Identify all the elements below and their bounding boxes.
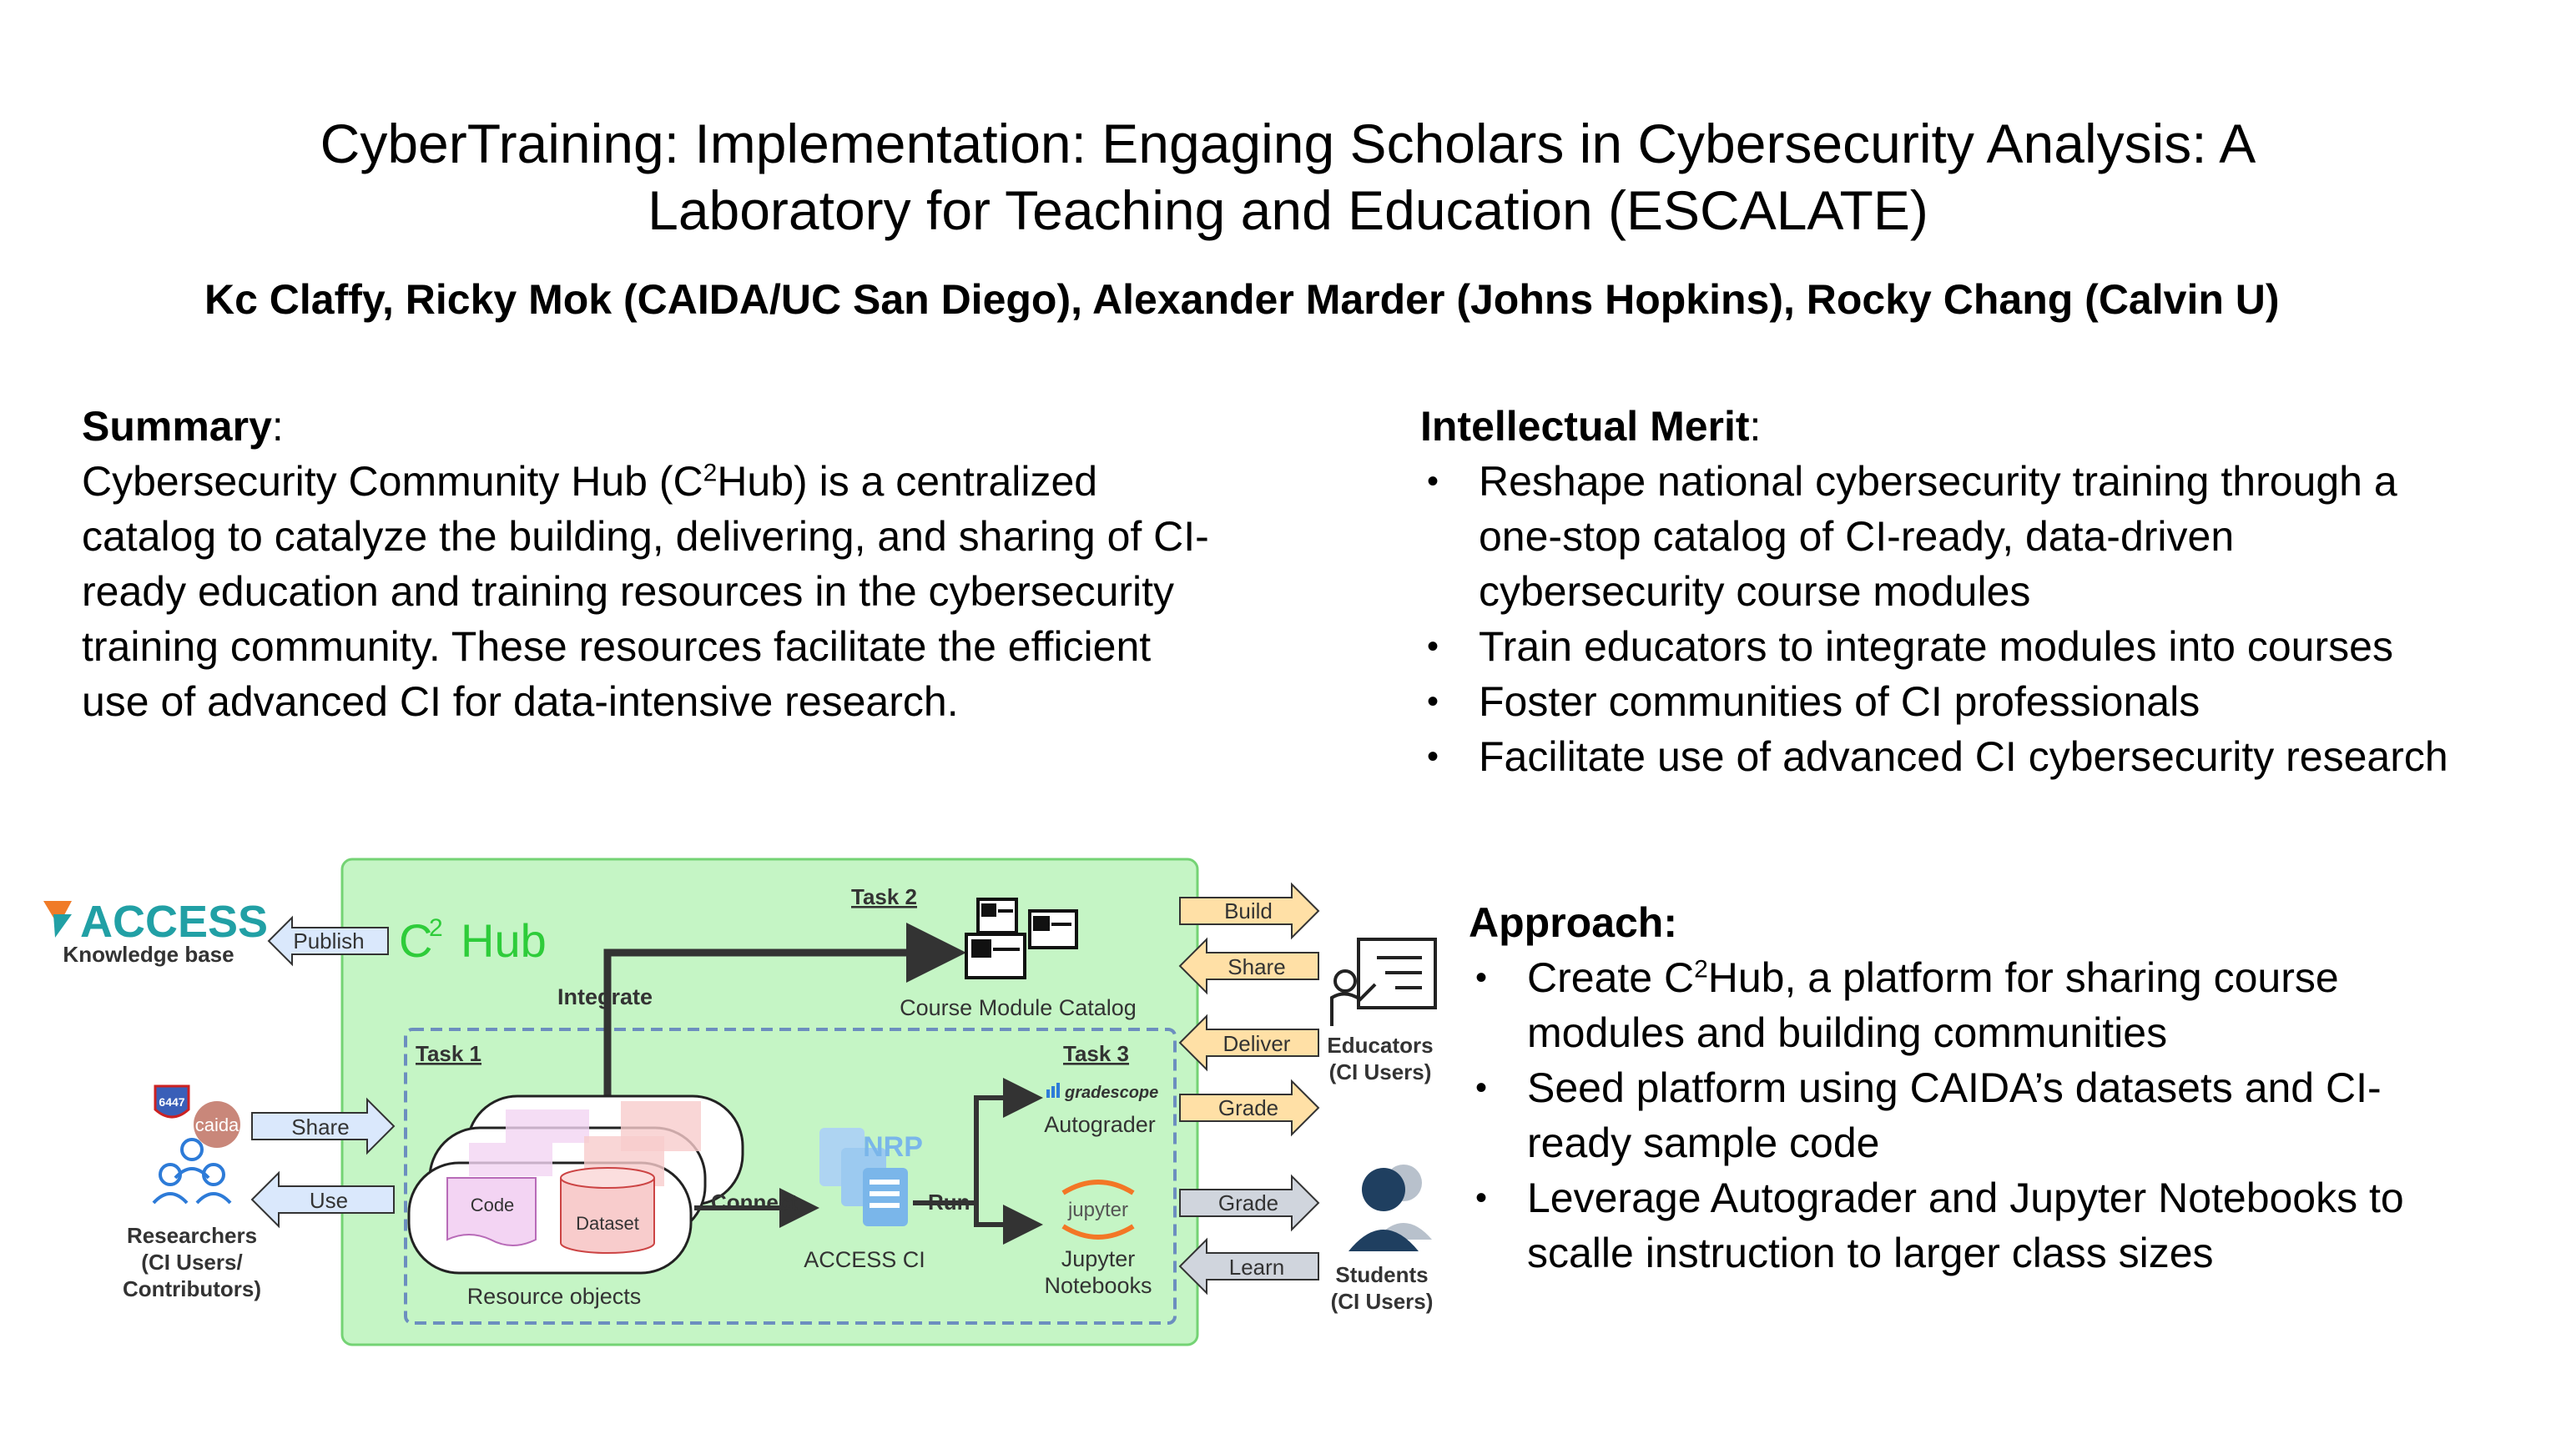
use-arrow-researchers[interactable]: Use [250, 1170, 395, 1229]
approach-section: Approach: Create C2Hub, a platform for s… [1469, 895, 2570, 1280]
summary-line-2: catalog to catalyze the building, delive… [82, 513, 1209, 560]
summary-section: Summary: Cybersecurity Community Hub (C2… [82, 399, 1384, 729]
svg-text:C: C [399, 914, 432, 967]
deliver-label: Deliver [1223, 1031, 1291, 1056]
researchers-label-line2: (CI Users/ [141, 1250, 242, 1275]
svg-text:Hub: Hub [461, 914, 547, 967]
knowledge-base-label: Knowledge base [63, 942, 234, 967]
build-arrow[interactable]: Build [1179, 882, 1320, 940]
researchers-icon [152, 1138, 232, 1205]
educators-label-line1: Educators [1327, 1033, 1433, 1058]
svg-text:caida: caida [195, 1114, 239, 1135]
share-label-researchers: Share [291, 1114, 349, 1140]
shield-badge-icon: 6447 [154, 1084, 190, 1119]
share-arrow-educators[interactable]: Share [1178, 937, 1319, 995]
authors: Kc Claffy, Ricky Mok (CAIDA/UC San Diego… [204, 276, 2280, 323]
run-arrow-autograder [913, 1078, 1043, 1205]
run-label: Run [928, 1190, 970, 1215]
merit-bullet-2: Train educators to integrate modules int… [1420, 619, 2572, 674]
publish-arrow[interactable]: Publish [267, 915, 389, 967]
task3-label: Task 3 [1063, 1041, 1129, 1066]
connect-label: Connect [711, 1190, 798, 1215]
build-label: Build [1224, 898, 1273, 923]
learn-arrow[interactable]: Learn [1178, 1237, 1319, 1296]
share-arrow-researchers[interactable]: Share [251, 1097, 396, 1155]
summary-line-1: Cybersecurity Community Hub (C2Hub) is a… [82, 458, 1098, 505]
summary-heading: Summary [82, 403, 272, 450]
students-label-line1: Students [1335, 1262, 1428, 1287]
students-icon [1348, 1165, 1432, 1251]
access-ci-icon: NRP [819, 1128, 923, 1226]
svg-text:2: 2 [429, 914, 443, 942]
deliver-arrow[interactable]: Deliver [1178, 1014, 1319, 1072]
task2-label: Task 2 [851, 884, 917, 909]
educator-icon [1330, 938, 1437, 1026]
gradescope-icon: gradescope [1046, 1083, 1158, 1102]
course-module-catalog-label: Course Module Catalog [900, 995, 1137, 1020]
resource-objects-stack: Code Dataset [407, 1094, 744, 1275]
svg-text:6447: 6447 [159, 1095, 184, 1109]
dataset-label: Dataset [576, 1213, 639, 1234]
access-logo: ACCESS Knowledge base [43, 897, 268, 967]
merit-bullet-4: Facilitate use of advanced CI cybersecur… [1420, 729, 2572, 784]
educators-label-line2: (CI Users) [1329, 1059, 1432, 1084]
researchers-label-line1: Researchers [127, 1223, 257, 1248]
merit-bullet-3: Foster communities of CI professionals [1420, 674, 2572, 729]
gradescope-label: gradescope [1064, 1084, 1158, 1102]
autograder-label: Autograder [1044, 1112, 1156, 1137]
nrp-label: NRP [863, 1131, 923, 1163]
grade-label-educators: Grade [1218, 1095, 1278, 1120]
researchers-label-line3: Contributors) [123, 1276, 261, 1301]
approach-bullet-3: Leverage Autograder and Jupyter Notebook… [1469, 1170, 2570, 1280]
merit-bullet-1: Reshape national cybersecurity training … [1420, 454, 2572, 619]
summary-line-4: training community. These resources faci… [82, 623, 1152, 670]
merit-heading: Intellectual Merit [1420, 403, 1750, 450]
integrate-label: Integrate [557, 984, 653, 1009]
task-dashed-box [404, 1028, 1177, 1325]
use-label-researchers: Use [310, 1188, 348, 1213]
access-ci-label: ACCESS CI [804, 1247, 925, 1272]
jupyter-logo-label: jupyter [1067, 1199, 1128, 1221]
resource-objects-label: Resource objects [467, 1284, 642, 1309]
approach-bullet-1: Create C2Hub, a platform for sharing cou… [1469, 950, 2570, 1060]
share-label-educators: Share [1228, 954, 1285, 979]
grade-arrow-students[interactable]: Grade [1179, 1174, 1320, 1232]
students-label-line2: (CI Users) [1331, 1289, 1434, 1314]
caida-logo: caida [194, 1101, 240, 1148]
poster-title: CyberTraining: Implementation: Engaging … [0, 110, 2576, 244]
grade-label-students: Grade [1218, 1190, 1278, 1215]
title-line-2: Laboratory for Teaching and Education (E… [648, 179, 1928, 241]
summary-line-5: use of advanced CI for data-intensive re… [82, 678, 959, 725]
code-label: Code [471, 1195, 515, 1215]
jupyter-label-line2: Notebooks [1044, 1273, 1152, 1298]
access-logo-text: ACCESS [80, 897, 268, 947]
folder-icon [965, 898, 1078, 979]
title-line-1: CyberTraining: Implementation: Engaging … [320, 113, 2256, 174]
publish-label: Publish [293, 928, 364, 953]
summary-line-3: ready education and training resources i… [82, 568, 1175, 615]
approach-bullet-2: Seed platform using CAIDA’s datasets and… [1469, 1060, 2570, 1170]
grade-arrow-educators[interactable]: Grade [1179, 1079, 1320, 1137]
task1-label: Task 1 [416, 1041, 481, 1066]
integrate-arrow [603, 923, 966, 1101]
jupyter-label-line1: Jupyter [1061, 1246, 1136, 1271]
c2hub-logo: C 2 Hub [399, 914, 547, 967]
learn-label: Learn [1229, 1255, 1285, 1280]
jupyter-icon: jupyter [1061, 1180, 1135, 1240]
approach-heading: Approach: [1469, 899, 1677, 946]
run-arrow-jupyter [974, 1203, 1043, 1245]
intellectual-merit-section: Intellectual Merit: Reshape national cyb… [1420, 399, 2572, 784]
